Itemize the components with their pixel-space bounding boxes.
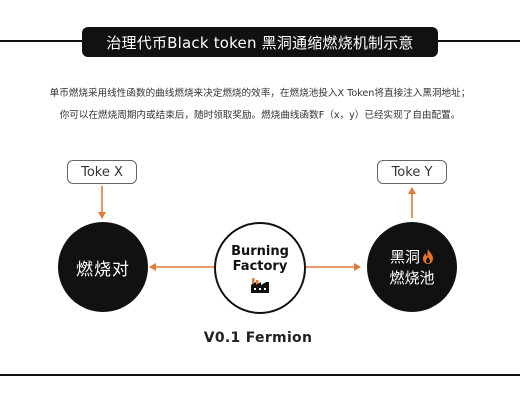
black-hole-pool-node: 黑洞 燃烧池 [367, 222, 457, 312]
burn-pair-label: 燃烧对 [76, 259, 130, 280]
token-y-box: Toke Y [377, 160, 447, 184]
version-label: V0.1 Fermion [203, 330, 313, 346]
description: 单币燃烧采用线性函数的曲线燃烧来决定燃烧的效率，在燃烧池投入X Token将直接… [28, 83, 492, 127]
black-hole-label-line2: 燃烧池 [389, 269, 435, 287]
factory-icon [251, 277, 269, 293]
black-hole-label-line1: 黑洞 [389, 248, 420, 266]
page-title: 治理代币Black token 黑洞通缩燃烧机制示意 [82, 27, 438, 57]
flame-icon [423, 249, 433, 264]
burn-pair-node: 燃烧对 [58, 222, 148, 312]
description-line-2: 你可以在燃烧周期内或结束后，随时领取奖励。燃烧曲线函数F（x，y）已经实现了自由… [59, 110, 461, 121]
factory-label-line2: Factory [232, 258, 288, 274]
token-x-box: Toke X [67, 160, 137, 184]
bottom-rule [0, 374, 520, 376]
description-line-1: 单币燃烧采用线性函数的曲线燃烧来决定燃烧的效率，在燃烧池投入X Token将直接… [49, 88, 471, 99]
burning-factory-node: Burning Factory [214, 222, 306, 314]
factory-label-line1: Burning [231, 243, 289, 259]
